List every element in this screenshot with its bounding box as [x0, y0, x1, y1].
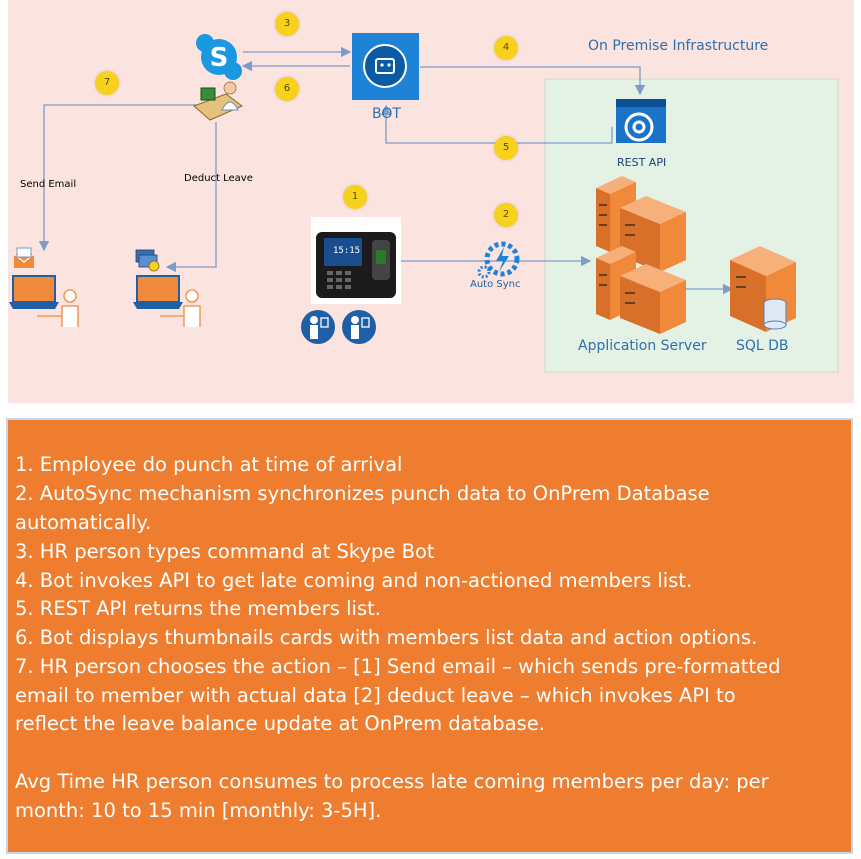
onprem-infrastructure-label: On Premise Infrastructure [588, 38, 769, 54]
note-line-avg-time-1: Avg Time HR person consumes to process l… [15, 770, 769, 793]
clock-display: 15:15 [333, 246, 361, 256]
deduct-leave-label: Deduct Leave [184, 173, 253, 184]
skype-icon: S [196, 34, 242, 80]
bot-icon [352, 33, 419, 100]
note-line-avg-time-2: month: 10 to 15 min [monthly: 3-5H]. [15, 799, 382, 822]
auto-sync-icon [477, 241, 520, 279]
hr-person-desk-icon [193, 81, 243, 121]
note-line-6: 5. REST API returns the members list. [15, 597, 381, 620]
note-line-7: 6. Bot displays thumbnails cards with me… [15, 626, 758, 649]
connector-send-email [38, 104, 197, 252]
step-badge-1: 1 [343, 185, 367, 209]
onprem-box [544, 78, 839, 373]
employee-punch-icon [301, 310, 335, 344]
connector-bot-to-restapi [420, 66, 646, 96]
note-line-2: 2. AutoSync mechanism synchronizes punch… [15, 482, 710, 505]
employee-punch-icon [342, 310, 376, 344]
send-email-label: Send Email [20, 179, 77, 190]
step-badge-4: 4 [494, 36, 518, 60]
auto-sync-label: Auto Sync [470, 279, 521, 290]
process-notes-panel: 1. Employee do punch at time of arrival … [6, 418, 853, 854]
step-badge-2: 2 [494, 203, 518, 227]
note-line-9: email to member with actual data [2] ded… [15, 684, 736, 707]
note-line-1: 1. Employee do punch at time of arrival [15, 453, 403, 476]
architecture-diagram: S [0, 0, 861, 410]
bot-label: BOT [372, 106, 401, 122]
leave-member-icon [133, 249, 201, 327]
email-member-icon [9, 247, 79, 327]
step-badge-6: 6 [275, 77, 299, 101]
step-badge-3: 3 [275, 12, 299, 36]
note-line-5: 4. Bot invokes API to get late coming an… [15, 569, 693, 592]
sql-db-icon [730, 246, 796, 332]
application-server-icon [596, 176, 686, 334]
application-server-label: Application Server [578, 338, 707, 354]
rest-api-icon [616, 99, 666, 143]
diagram-canvas: S [8, 0, 854, 403]
sql-db-label: SQL DB [736, 338, 789, 354]
step-badge-7: 7 [95, 71, 119, 95]
step-badge-5: 5 [494, 136, 518, 160]
note-line-3: automatically. [15, 511, 152, 534]
note-line-4: 3. HR person types command at Skype Bot [15, 540, 435, 563]
svg-text:S: S [210, 43, 229, 73]
note-line-10: reflect the leave balance update at OnPr… [15, 712, 545, 735]
biometric-device-icon [311, 217, 401, 304]
rest-api-label: REST API [617, 156, 667, 169]
note-line-8: 7. HR person chooses the action – [1] Se… [15, 655, 781, 678]
connector-deduct-leave [165, 122, 217, 273]
